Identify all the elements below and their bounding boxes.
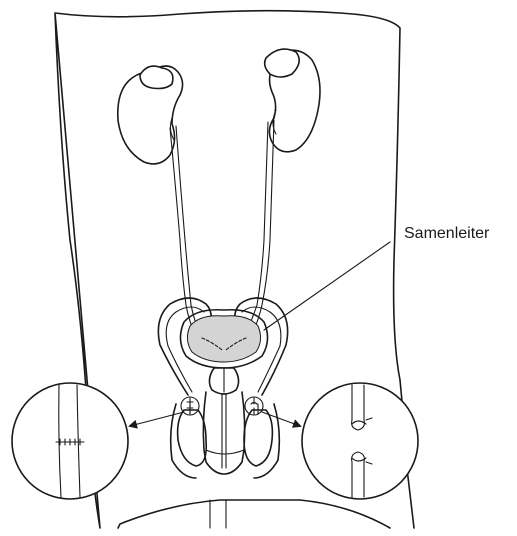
vas-deferens-label: Samenleiter — [404, 225, 490, 242]
kidney-left — [118, 66, 183, 164]
scrotum-outline — [171, 404, 280, 478]
detail-circle-left — [12, 383, 128, 499]
leg-gap-line — [210, 500, 226, 528]
ureter-left — [170, 128, 196, 336]
arrow-to-left-detail — [130, 412, 184, 426]
urinary-bladder — [180, 310, 267, 368]
penis — [203, 392, 244, 474]
prostate-gland — [209, 368, 238, 394]
arrow-to-right-detail — [262, 412, 300, 426]
label-leader-line — [264, 242, 390, 330]
ureter-right-inner — [246, 122, 268, 332]
testis-left — [178, 404, 207, 466]
detail-circle-right — [302, 383, 418, 499]
